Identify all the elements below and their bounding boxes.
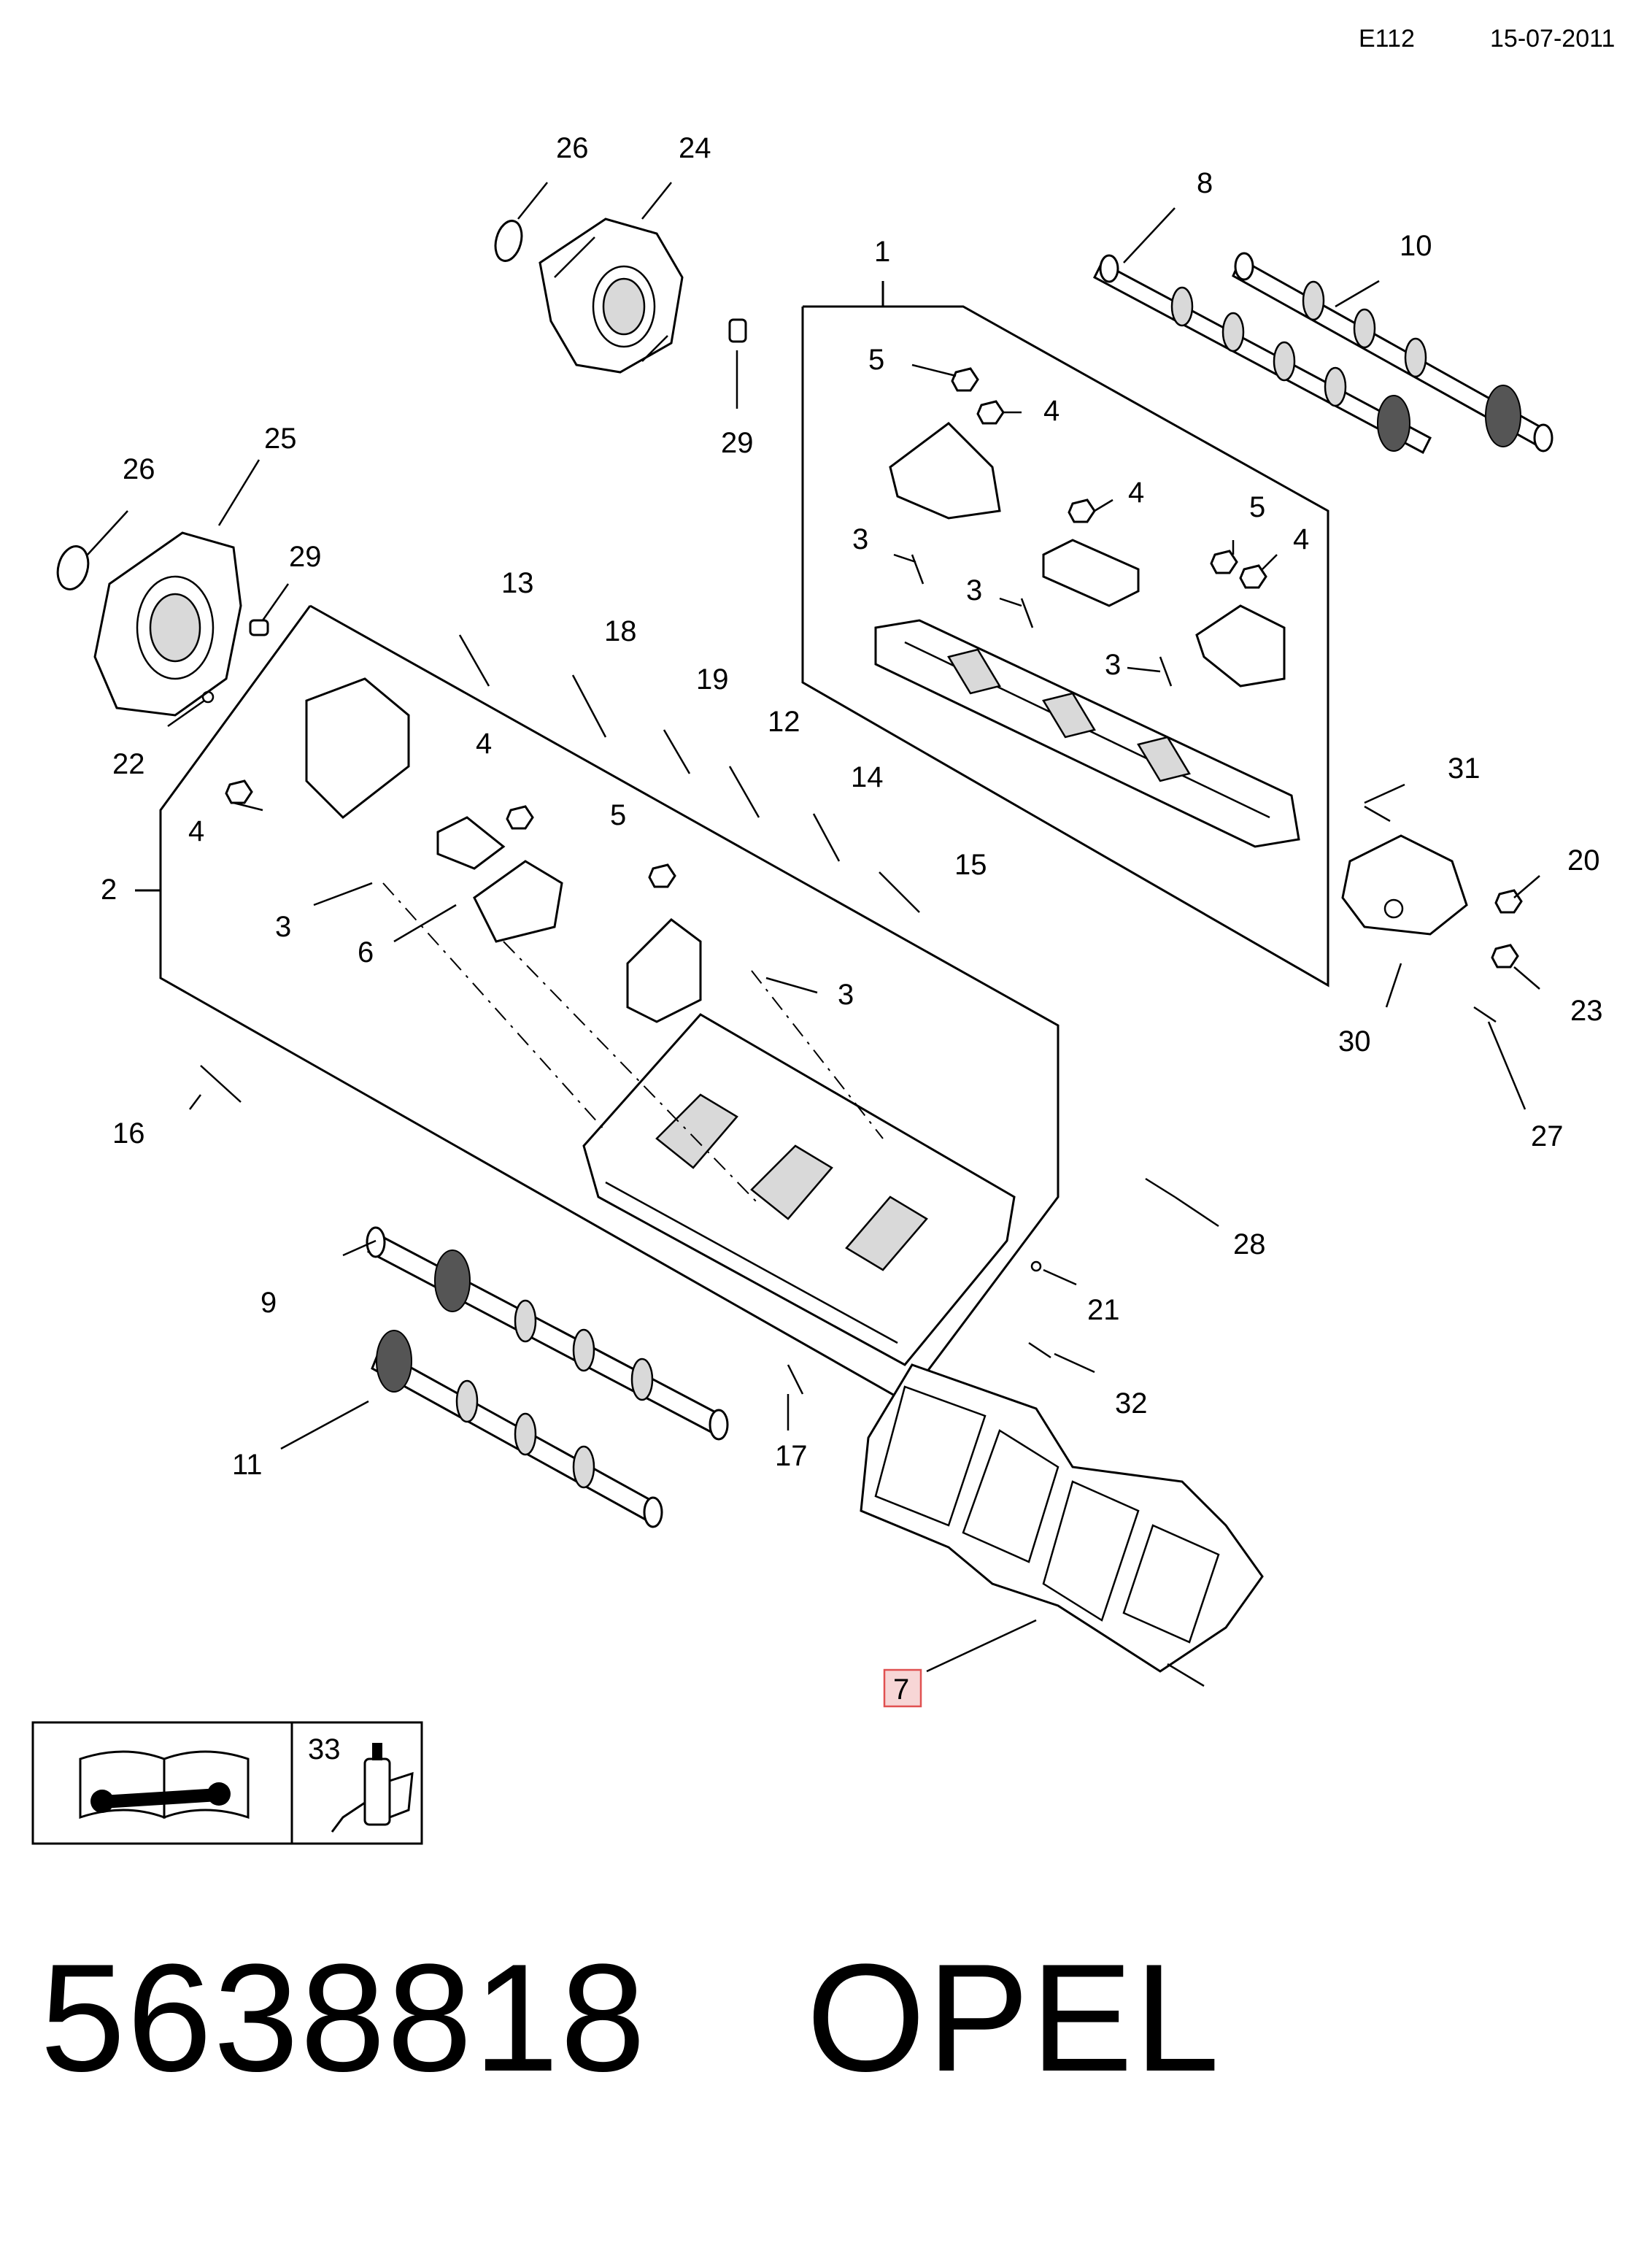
callout-7: 7: [893, 1674, 909, 1706]
callout-19: 19: [696, 663, 729, 696]
callout-27: 27: [1531, 1120, 1564, 1152]
sealant-tube-icon: [331, 1743, 414, 1833]
legend-box: 33: [31, 1721, 423, 1845]
callout-4-d: 4: [188, 815, 204, 847]
callout-12: 12: [768, 706, 800, 738]
callout-20: 20: [1567, 844, 1600, 877]
callout-labels: 1 2 3 3 3 3 3 4 4 4 4 4 5 5 5 6 7 8 9 10…: [101, 132, 1603, 1708]
callout-5-a: 5: [868, 344, 884, 376]
callout-10: 10: [1400, 230, 1432, 262]
callout-14: 14: [851, 761, 884, 793]
callout-32: 32: [1115, 1387, 1148, 1420]
callout-6: 6: [358, 936, 374, 969]
callout-4-c: 4: [1293, 523, 1309, 555]
cover-25: [56, 531, 269, 717]
callout-15: 15: [954, 849, 987, 881]
cover-24: [494, 217, 747, 374]
callout-26-a: 26: [556, 132, 589, 164]
callout-18: 18: [604, 615, 637, 647]
callout-3-b: 3: [966, 574, 982, 607]
callout-8: 8: [1197, 167, 1213, 199]
callout-29-b: 29: [289, 541, 322, 573]
callout-13: 13: [501, 567, 534, 599]
part-number: 5638818: [40, 1932, 647, 2103]
camshaft-8: [1093, 254, 1432, 455]
callout-3-d: 3: [275, 911, 291, 943]
callout-5-c: 5: [610, 799, 626, 831]
callout-26-b: 26: [123, 453, 155, 485]
callout-30: 30: [1338, 1025, 1371, 1058]
callout-4-b: 4: [1128, 477, 1144, 509]
callout-11: 11: [232, 1449, 263, 1481]
service-manual-icon: [79, 1750, 250, 1820]
callout-3-e: 3: [838, 979, 854, 1011]
callout-28: 28: [1233, 1228, 1266, 1260]
legend-item-33: 33: [308, 1733, 341, 1765]
cam-carrier-upper: [874, 367, 1300, 848]
callout-16: 16: [112, 1117, 145, 1150]
callout-22: 22: [112, 748, 145, 780]
cam-carrier-lower: [225, 677, 1016, 1366]
callout-21: 21: [1087, 1294, 1120, 1326]
callout-1: 1: [874, 236, 890, 268]
diagram-date: 15-07-2011: [1490, 25, 1616, 53]
callout-5-b: 5: [1249, 491, 1265, 523]
callout-23: 23: [1570, 995, 1603, 1027]
callout-4-e: 4: [476, 728, 492, 760]
group-frame-1: [801, 281, 1329, 987]
callout-17: 17: [775, 1440, 808, 1472]
callout-3-c: 3: [1105, 649, 1121, 681]
leader-lines: [87, 182, 1540, 1687]
callout-2: 2: [101, 874, 117, 906]
callout-25: 25: [264, 423, 297, 455]
camshaft-9: [366, 1226, 729, 1441]
camshaft-10: [1232, 252, 1553, 453]
callout-3-a: 3: [852, 523, 868, 555]
callout-29-a: 29: [721, 427, 754, 459]
callout-4-a: 4: [1043, 395, 1059, 427]
camshaft-11: [371, 1330, 663, 1528]
fasteners: [200, 634, 1523, 1395]
brand-name: OPEL: [806, 1932, 1221, 2103]
callout-24: 24: [679, 132, 711, 164]
diagram-code: E112: [1359, 25, 1415, 53]
callout-31: 31: [1448, 752, 1481, 785]
callout-9: 9: [260, 1287, 277, 1319]
gasket-7: [860, 1363, 1264, 1673]
cover-30: [1341, 834, 1468, 936]
callout-7-highlight: [883, 1668, 922, 1708]
